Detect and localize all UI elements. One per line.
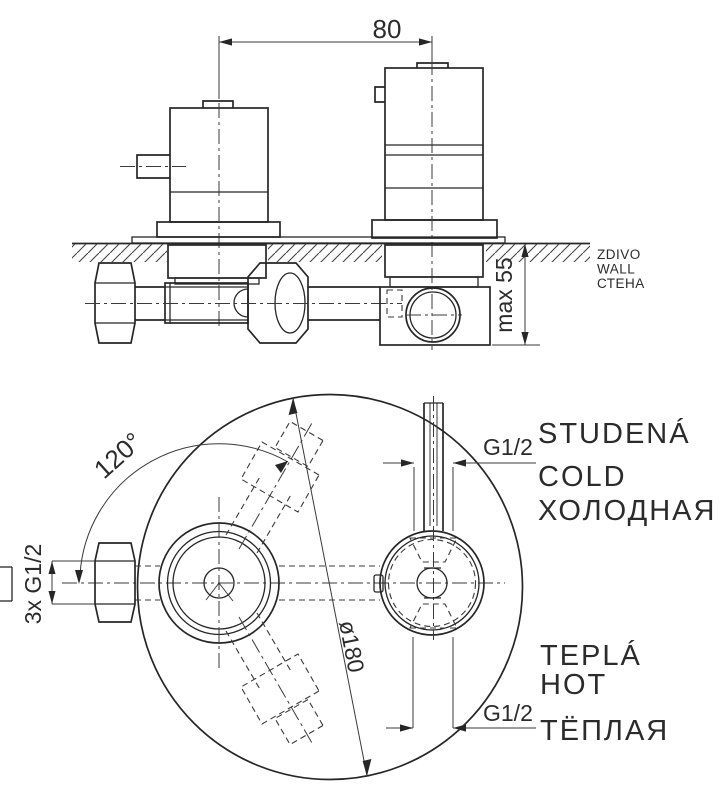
hot-label-ru: ТЁПЛАЯ xyxy=(540,715,669,747)
handle-right xyxy=(373,396,485,640)
pipe-assembly-right xyxy=(379,244,491,346)
dim-max55-label: max 55 xyxy=(491,257,517,332)
dim-diameter-label: ø180 xyxy=(334,618,370,674)
dim-thread-inlets: 3x G1/2 xyxy=(20,544,95,625)
dim-angle-label: 120° xyxy=(88,426,148,484)
pipe-assembly-left xyxy=(85,244,402,344)
dim-thread-hot: G1/2 xyxy=(386,637,536,732)
wall-label-en: WALL xyxy=(597,262,635,277)
inlet-hex-nut xyxy=(0,542,136,623)
wall-hatching xyxy=(268,244,382,262)
hot-label: TEPLÁ HOT ТЁПЛАЯ xyxy=(540,639,669,747)
wall-hatching xyxy=(72,244,167,262)
wall-label-cz: ZDIVO xyxy=(597,247,641,262)
cold-label: STUDENÁ COLD ХОЛОДНАЯ xyxy=(538,417,716,527)
wall-hatching xyxy=(486,244,590,262)
dim-angle-120: 120° xyxy=(75,426,289,584)
hot-label-en: HOT xyxy=(540,669,607,701)
dim-cold-thread-label: G1/2 xyxy=(483,434,533,460)
valve-right xyxy=(371,60,498,350)
dim-depth-max55: max 55 xyxy=(491,244,540,346)
dim-inlet-thread-label: 3x G1/2 xyxy=(20,544,46,625)
dim-plate-diameter: ø180 xyxy=(288,397,372,777)
cold-label-en: COLD xyxy=(538,461,627,493)
wall-section xyxy=(72,236,590,262)
dim-80-label: 80 xyxy=(373,14,402,44)
dim-thread-cold: G1/2 xyxy=(383,434,536,531)
front-view: ø180 xyxy=(0,393,716,781)
dim-width-80: 80 xyxy=(218,14,433,99)
handle-side-tab xyxy=(373,574,384,593)
wall-plate-circle xyxy=(136,393,524,781)
valve-left xyxy=(120,100,281,328)
cold-label-cz: STUDENÁ xyxy=(538,417,691,450)
handle-left xyxy=(135,420,380,746)
wall-label-ru: СТЕНА xyxy=(597,276,645,291)
hot-label-cz: TEPLÁ xyxy=(540,639,642,672)
dim-hot-thread-label: G1/2 xyxy=(483,700,533,726)
cold-label-ru: ХОЛОДНАЯ xyxy=(538,495,716,527)
top-view: 80 xyxy=(72,14,645,350)
wall-label: ZDIVO WALL СТЕНА xyxy=(597,247,645,291)
